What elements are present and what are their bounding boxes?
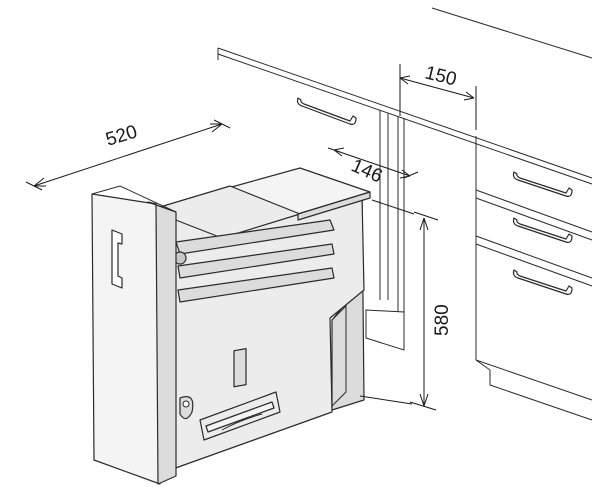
rail-lower [177,267,335,303]
countertop-front-edge [217,53,593,185]
pull-out-unit [149,167,371,471]
dim-width-line [33,123,223,187]
drawer-handle-icon [512,269,573,295]
dim-depth-line [333,149,411,177]
dim-gap-label: 150 [423,62,459,90]
drawer-divider-1 [475,189,593,233]
rail-top [175,219,335,255]
left-cabinet-plinth [365,309,405,351]
door-handle-icon [111,229,123,289]
dim-height-label: 580 [432,304,453,336]
kitchen-cabinets [217,7,593,421]
drawer-divider-2 [475,235,593,279]
dimension-lines [25,64,477,411]
rail-middle [177,243,335,279]
front-door-panel [91,185,177,485]
dim-width-label: 520 [103,121,139,150]
right-plinth [489,370,593,421]
control-box [233,348,247,388]
door-front-face [91,193,161,485]
countertop-back-edge [217,47,593,179]
tray-handle [221,413,263,431]
drawer-handle-icon [512,217,573,243]
dim-gap-line [399,77,475,99]
wall-line [431,7,593,59]
drawer-handle-icon [512,171,573,197]
drawer-handle-icon [296,97,357,125]
